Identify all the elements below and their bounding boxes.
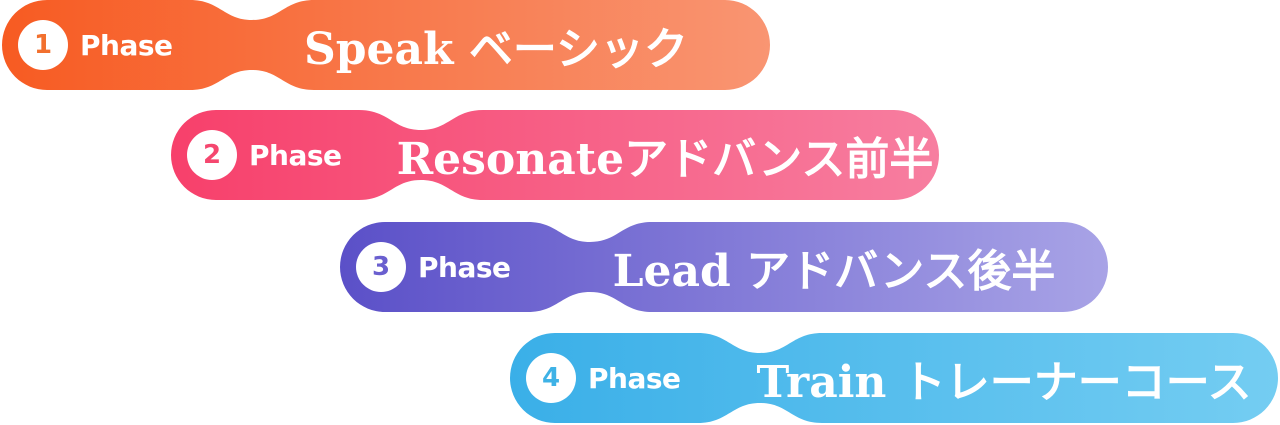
phase-title: Resonateアドバンス前半	[396, 134, 934, 185]
phase-row-3: 3 Phase Lead アドバンス後半	[340, 222, 1108, 312]
phase-4-capsule-shape	[510, 333, 1278, 423]
phase-label: Phase	[249, 138, 342, 172]
phase-label: Phase	[418, 250, 511, 284]
phase-number-badge: 3	[356, 242, 406, 292]
phase-number-badge: 2	[187, 130, 237, 180]
phase-row-2: 2 Phase Resonateアドバンス前半	[171, 110, 939, 200]
phase-title: Lead アドバンス後半	[612, 246, 1056, 297]
phase-1-capsule-shape	[2, 0, 770, 90]
phase-3-capsule-shape	[340, 222, 1108, 312]
phase-number-badge: 4	[526, 353, 576, 403]
phase-title: Train トレーナーコース	[756, 357, 1252, 408]
phase-2-capsule-shape	[171, 110, 939, 200]
phase-row-4: 4 Phase Train トレーナーコース	[510, 333, 1278, 423]
phase-row-1: 1 Phase Speak ベーシック	[2, 0, 770, 90]
phase-number-badge: 1	[18, 20, 68, 70]
phase-label: Phase	[80, 28, 173, 62]
phase-label: Phase	[588, 361, 681, 395]
phase-title: Speak ベーシック	[304, 24, 688, 75]
